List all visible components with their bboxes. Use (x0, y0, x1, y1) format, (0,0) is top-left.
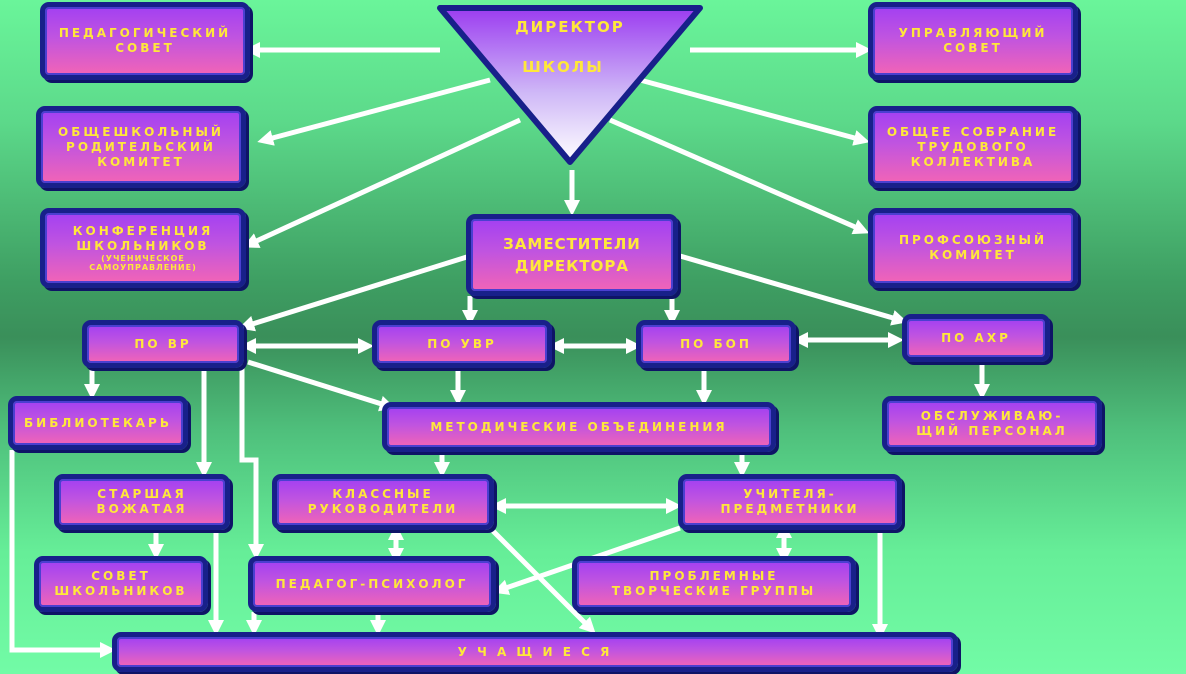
box-label-line: РОДИТЕЛЬСКИЙ (66, 139, 216, 154)
box-label-line: ПРОФСОЮЗНЫЙ (898, 233, 1048, 247)
box-psiholog[interactable]: ПЕДАГОГ-ПСИХОЛОГ (248, 556, 496, 612)
box-label-line: УПРАВЛЯЮЩИЙ (898, 26, 1048, 40)
box-label-line: САМОУПРАВЛЕНИЕ) (89, 263, 197, 272)
box-label-line: СОВЕТ (943, 41, 1003, 55)
connector-arrow (257, 77, 491, 146)
box-label-line: (УЧЕНИЧЕСКОЕ (101, 254, 185, 263)
box-label-line: У Ч А Щ И Е С Я (457, 644, 613, 659)
box-obsluzh[interactable]: ОБСЛУЖИВАЮ-ЩИЙ ПЕРСОНАЛ (882, 396, 1102, 452)
box-label-line: ТРУДОВОГО (917, 139, 1029, 154)
box-bibliotekar[interactable]: БИБЛИОТЕКАРЬ (8, 396, 188, 450)
connector-arrow (247, 359, 396, 412)
connector-arrow (242, 117, 522, 248)
box-label-line: ОБЩЕЕ СОБРАНИЕ (886, 124, 1060, 139)
box-uchashiesya[interactable]: У Ч А Щ И Е С Я (112, 632, 958, 672)
connector-arrow (608, 117, 870, 235)
box-uchitelya[interactable]: УЧИТЕЛЯ-ПРЕДМЕТНИКИ (678, 474, 902, 530)
box-label-line: КОМИТЕТ (929, 248, 1017, 262)
connector-arrow (679, 253, 908, 326)
box-label-line: СОВЕТ (91, 569, 151, 583)
box-label-line: ОБЩЕШКОЛЬНЫЙ (58, 124, 224, 139)
connector-arrow (488, 526, 596, 634)
box-label-line: ПО БОП (680, 336, 752, 351)
director-triangle (437, 5, 703, 165)
box-label-line: КОЛЛЕКТИВА (910, 154, 1036, 169)
box-label-line: ПО ВР (134, 336, 192, 351)
connector-arrow (639, 77, 870, 146)
box-metod[interactable]: МЕТОДИЧЕСКИЕ ОБЪЕДИНЕНИЯ (382, 402, 776, 452)
box-label-line: КОМИТЕТ (97, 154, 185, 169)
box-label-line: ЗАМЕСТИТЕЛИ (503, 235, 641, 253)
box-label-line: ПРЕДМЕТНИКИ (720, 502, 860, 516)
box-label-line: МЕТОДИЧЕСКИЕ ОБЪЕДИНЕНИЯ (430, 419, 728, 434)
director-title-line2: ШКОЛЫ (522, 58, 604, 76)
box-label-line: ЩИЙ ПЕРСОНАЛ (916, 424, 1068, 438)
box-label-line: ПРОБЛЕМНЫЕ (649, 569, 779, 583)
box-label-line: ПО АХР (941, 330, 1011, 345)
director-title-line1: ДИРЕКТОР (515, 18, 625, 36)
box-label-line: РУКОВОДИТЕЛИ (307, 502, 459, 516)
box-label-line: КЛАССНЫЕ (332, 487, 434, 501)
box-label-line: БИБЛИОТЕКАРЬ (24, 415, 172, 430)
connector-arrow (9, 450, 117, 659)
box-po-bop[interactable]: ПО БОП (636, 320, 796, 368)
box-label-line: ПЕДАГОГИЧЕСКИЙ (58, 26, 232, 40)
box-label-line: ШКОЛЬНИКОВ (76, 239, 210, 253)
box-zamestiteli[interactable]: ЗАМЕСТИТЕЛИ ДИРЕКТОРА (466, 214, 678, 296)
box-label-line: ОБСЛУЖИВАЮ- (920, 409, 1064, 423)
box-po-vr[interactable]: ПО ВР (82, 320, 244, 368)
box-label-line: СТАРШАЯ (97, 487, 187, 501)
box-label-line: ДИРЕКТОРА (515, 257, 629, 275)
box-label-line: ВОЖАТАЯ (96, 502, 188, 516)
connector-arrow (238, 253, 471, 332)
box-label-line: ПЕДАГОГ-ПСИХОЛОГ (275, 576, 469, 591)
box-label-line: КОНФЕРЕНЦИЯ (72, 224, 214, 238)
connector-arrow (239, 364, 265, 561)
box-label-line: УЧИТЕЛЯ- (743, 487, 837, 501)
box-po-uvr[interactable]: ПО УВР (372, 320, 552, 368)
box-label-line: СОВЕТ (115, 41, 175, 55)
box-label-line: ШКОЛЬНИКОВ (54, 584, 188, 598)
box-po-ahr[interactable]: ПО АХР (902, 314, 1050, 362)
box-label-line: ПО УВР (427, 336, 497, 351)
box-label-line: ТВОРЧЕСКИЕ ГРУППЫ (611, 584, 817, 598)
